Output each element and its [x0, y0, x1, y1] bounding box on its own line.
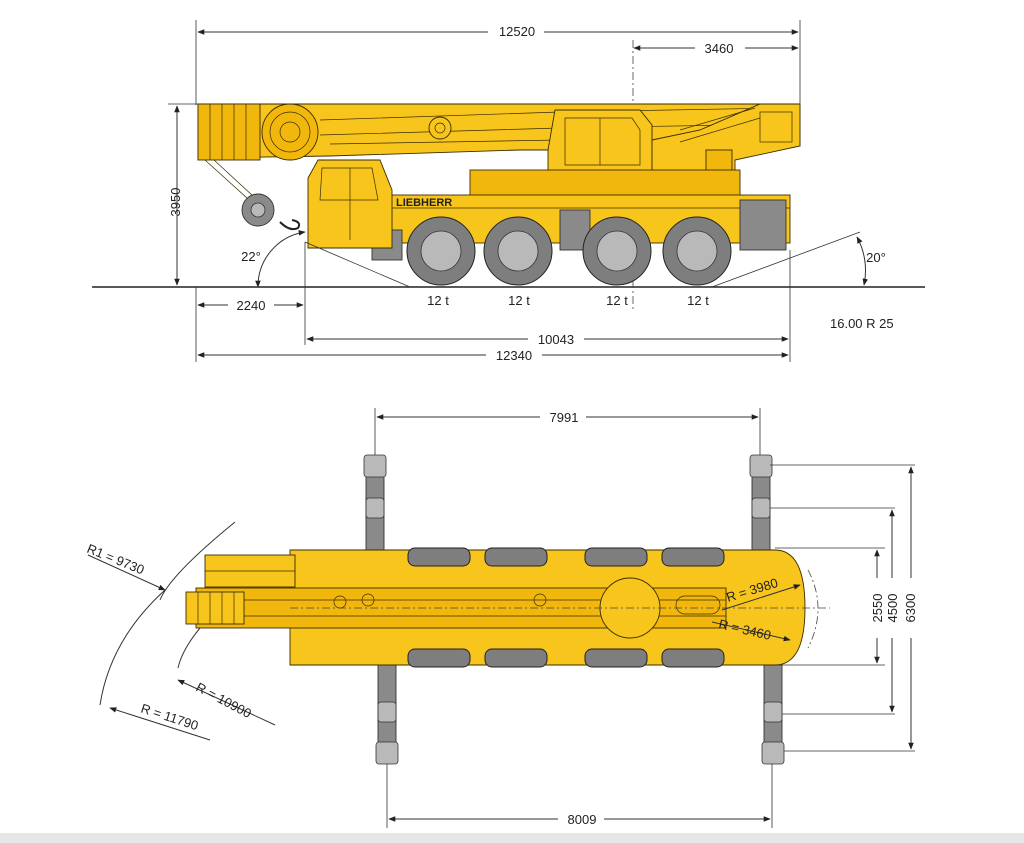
axle-load-3: 12 t [606, 293, 628, 308]
wheel-1 [406, 216, 476, 286]
dim-front-overhang: 2240 [237, 298, 266, 313]
boom-pivot-ring [428, 116, 452, 140]
dim-boom-overhang: 3460 [705, 41, 734, 56]
dim-height: 3950 [168, 188, 183, 217]
dim-outrigger-span-rear: 8009 [568, 812, 597, 827]
radius-r1: R1 = 9730 [85, 541, 147, 578]
side-view: 12520 3460 3950 [92, 20, 925, 364]
bottom-scroll-bar [0, 833, 1024, 843]
radius-outer: R = 11790 [139, 701, 200, 734]
slewing-platform [469, 169, 741, 199]
arc-boom [177, 627, 201, 669]
departure-angle-line [711, 231, 861, 288]
wheel-2 [483, 216, 553, 286]
dim-width-inner: 2550 [870, 594, 885, 623]
approach-angle-line [304, 241, 411, 288]
approach-angle: 22° [241, 249, 261, 264]
dim-width-mid: 4500 [885, 594, 900, 623]
dim-axle-span: 10043 [538, 332, 574, 347]
brand-logo: LIEBHERR [396, 197, 452, 209]
top-view: 7991 8009 [85, 408, 920, 828]
axle-load-4: 12 t [687, 293, 709, 308]
tire-size: 16.00 R 25 [830, 316, 894, 331]
boom-head [197, 103, 261, 161]
axle-load-1: 12 t [427, 293, 449, 308]
arc-outer [99, 589, 166, 706]
departure-angle: 20° [866, 250, 886, 265]
axle-load-2: 12 t [508, 293, 530, 308]
boom-sheave [261, 103, 319, 161]
hook [279, 219, 301, 231]
dim-width-outer: 6300 [903, 594, 918, 623]
dim-overall-length-bottom: 12340 [496, 348, 532, 363]
radius-boom: R = 10900 [194, 679, 254, 721]
dim-outrigger-span-front: 7991 [550, 410, 579, 425]
arc-r1 [159, 521, 236, 601]
wheel-4 [662, 216, 732, 286]
wheel-3 [582, 216, 652, 286]
dim-overall-length-top: 12520 [499, 24, 535, 39]
